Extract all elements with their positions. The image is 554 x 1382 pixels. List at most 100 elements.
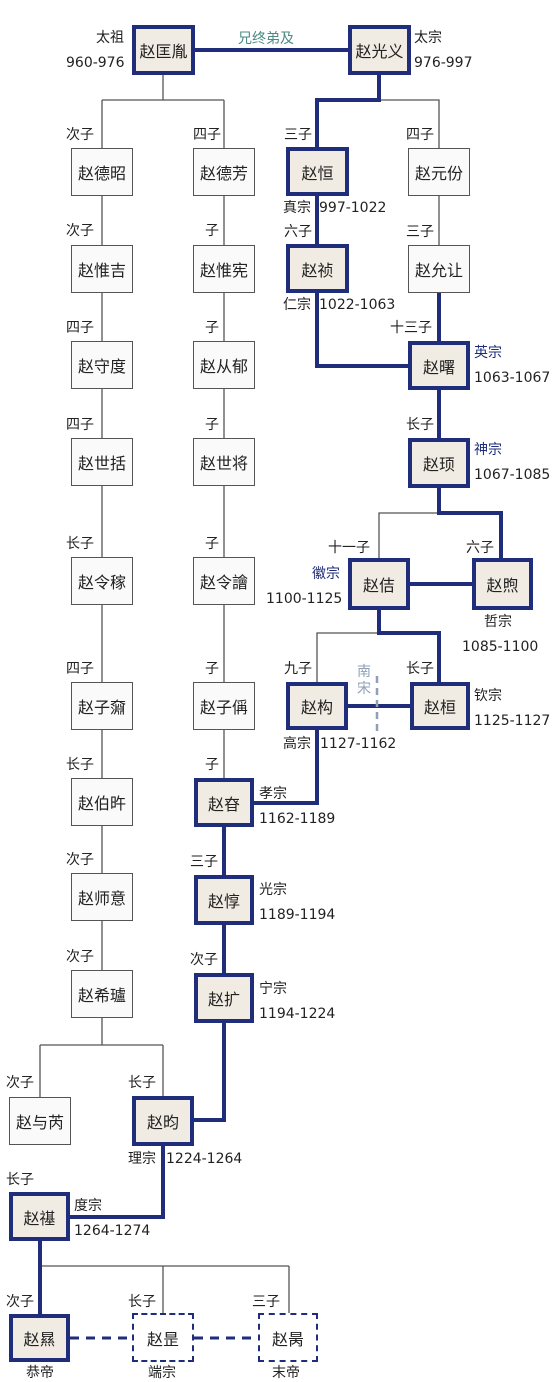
node-zhao-zidian: 赵子奫 xyxy=(71,682,133,730)
connector-zhen-shu xyxy=(315,293,410,368)
label-dezhao-rank: 次子 xyxy=(66,127,94,143)
node-zhao-kuangyin: 赵匡胤 xyxy=(132,25,195,75)
label-bozhuan-rank: 长子 xyxy=(66,757,94,773)
connector-qi-sons xyxy=(40,1265,290,1313)
connector-ji-huan xyxy=(377,610,441,682)
label-yurui-rank: 次子 xyxy=(6,1075,34,1091)
label-qinzong: 钦宗 xyxy=(474,688,502,704)
label-congyu-rank: 子 xyxy=(205,320,219,336)
node-zhao-weixian: 赵惟宪 xyxy=(193,245,255,293)
label-xu-rank: 长子 xyxy=(406,417,434,433)
label-modi: 末帝 xyxy=(272,1365,300,1381)
node-zhao-shiyi: 赵师意 xyxy=(71,873,133,921)
label-taizong: 太宗 xyxy=(414,30,442,46)
node-zhao-huan: 赵桓 xyxy=(410,682,470,730)
node-zhao-xu2: 赵煦 xyxy=(472,558,533,610)
node-zhao-shi: 赵昰 xyxy=(132,1313,194,1362)
label-kuo-rank: 次子 xyxy=(190,952,218,968)
label-duanzong: 端宗 xyxy=(148,1365,176,1381)
node-zhao-zhen: 赵祯 xyxy=(286,244,349,293)
label-shikuo-rank: 四子 xyxy=(66,417,94,433)
node-zhao-dezhao: 赵德昭 xyxy=(71,148,133,196)
label-qinzong-years: 1125-1127 xyxy=(474,713,551,729)
label-zhen-rank: 六子 xyxy=(284,224,312,240)
label-guangzong: 光宗 xyxy=(259,882,287,898)
label-zidian-rank: 四子 xyxy=(66,661,94,677)
connector-xu-ji xyxy=(378,488,440,558)
label-yuanfen-rank: 四子 xyxy=(406,127,434,143)
node-zhao-shijiang: 赵世将 xyxy=(193,438,255,486)
label-xiaozong-years: 1162-1189 xyxy=(259,811,336,827)
label-lingyu-rank: 子 xyxy=(205,536,219,552)
label-ningzong: 宁宗 xyxy=(259,981,287,997)
label-huizong: 徽宗 xyxy=(312,566,340,582)
node-zhao-shu: 赵曙 xyxy=(408,341,470,390)
node-zhao-xilu: 赵希瓐 xyxy=(71,970,133,1018)
label-southern-song: 南宋 xyxy=(357,664,371,697)
label-dun-rank: 三子 xyxy=(190,854,218,870)
node-zhao-zicheng: 赵子偁 xyxy=(193,682,255,730)
label-weixian-rank: 子 xyxy=(205,223,219,239)
node-zhao-yurui: 赵与芮 xyxy=(9,1097,71,1145)
node-zhao-weiji: 赵惟吉 xyxy=(71,245,133,293)
node-zhao-bozhuan: 赵伯旿 xyxy=(71,778,133,826)
label-yingzong-years: 1063-1067 xyxy=(474,370,551,386)
node-zhao-lingyu: 赵令譮 xyxy=(193,557,255,605)
label-duzong: 度宗 xyxy=(74,1198,102,1214)
connector-xu-xu2 xyxy=(437,488,503,558)
label-zhezong: 哲宗 xyxy=(484,614,512,630)
node-zhao-shoudu: 赵守度 xyxy=(71,341,133,389)
node-zhao-congyu: 赵从郁 xyxy=(193,341,255,389)
label-huizong-years: 1100-1125 xyxy=(266,591,343,607)
label-lingjia-rank: 长子 xyxy=(66,536,94,552)
label-taizong-years: 976-997 xyxy=(414,55,473,71)
label-taizu: 太祖 xyxy=(96,30,124,46)
node-zhao-xu: 赵顼 xyxy=(408,438,470,488)
node-zhao-dun: 赵惇 xyxy=(194,875,254,925)
node-zhao-yuanfen: 赵元份 xyxy=(408,148,470,196)
label-zhezong-years: 1085-1100 xyxy=(462,639,539,655)
node-zhao-defang: 赵德芳 xyxy=(193,148,255,196)
connector-guangyi-heng xyxy=(315,75,381,147)
label-shenzong-years: 1067-1085 xyxy=(474,467,551,483)
node-zhao-ji: 赵佶 xyxy=(348,558,410,610)
node-zhao-kuo: 赵扩 xyxy=(194,973,254,1023)
label-xilu-rank: 次子 xyxy=(66,949,94,965)
label-shu-rank: 十三子 xyxy=(390,320,432,336)
label-zhenzong-years: 997-1022 xyxy=(319,200,387,216)
label-shiyi-rank: 次子 xyxy=(66,852,94,868)
label-xian-rank: 次子 xyxy=(6,1294,34,1310)
connector-xilu-sons xyxy=(39,1018,164,1097)
label-xiaozong: 孝宗 xyxy=(259,786,287,802)
node-zhao-lingjia: 赵令稼 xyxy=(71,557,133,605)
label-renzong: 仁宗 xyxy=(283,297,311,313)
label-zhenzong: 真宗 xyxy=(283,200,311,216)
label-heng-rank: 三子 xyxy=(284,127,312,143)
label-gaozong-years: 1127-1162 xyxy=(320,736,397,752)
node-zhao-gou: 赵构 xyxy=(286,682,348,730)
label-gongdi: 恭帝 xyxy=(26,1365,54,1381)
label-ningzong-years: 1194-1224 xyxy=(259,1006,336,1022)
label-shi-rank: 长子 xyxy=(128,1294,156,1310)
node-zhao-heng: 赵恒 xyxy=(286,147,349,196)
connector-kuo-yun xyxy=(194,1023,226,1122)
label-yun-rank: 长子 xyxy=(128,1075,156,1091)
label-lizong-years: 1224-1264 xyxy=(166,1151,243,1167)
label-zicheng-rank: 子 xyxy=(205,661,219,677)
label-ji-rank: 十一子 xyxy=(328,540,370,556)
node-zhao-yunrang: 赵允让 xyxy=(408,245,470,293)
label-gou-rank: 九子 xyxy=(284,661,312,677)
label-duzong-years: 1264-1274 xyxy=(74,1223,151,1239)
label-shen-rank: 子 xyxy=(205,757,219,773)
label-gaozong: 高宗 xyxy=(283,736,311,752)
label-renzong-years: 1022-1063 xyxy=(319,297,396,313)
label-shoudu-rank: 四子 xyxy=(66,320,94,336)
label-guangzong-years: 1189-1194 xyxy=(259,907,336,923)
node-zhao-qi: 赵禥 xyxy=(9,1192,70,1241)
label-yunrang-rank: 三子 xyxy=(406,224,434,240)
node-zhao-xian: 赵㬎 xyxy=(9,1314,70,1362)
connector-kuangyin-sons xyxy=(101,75,225,148)
label-yingzong: 英宗 xyxy=(474,345,502,361)
label-bing-rank: 三子 xyxy=(252,1294,280,1310)
